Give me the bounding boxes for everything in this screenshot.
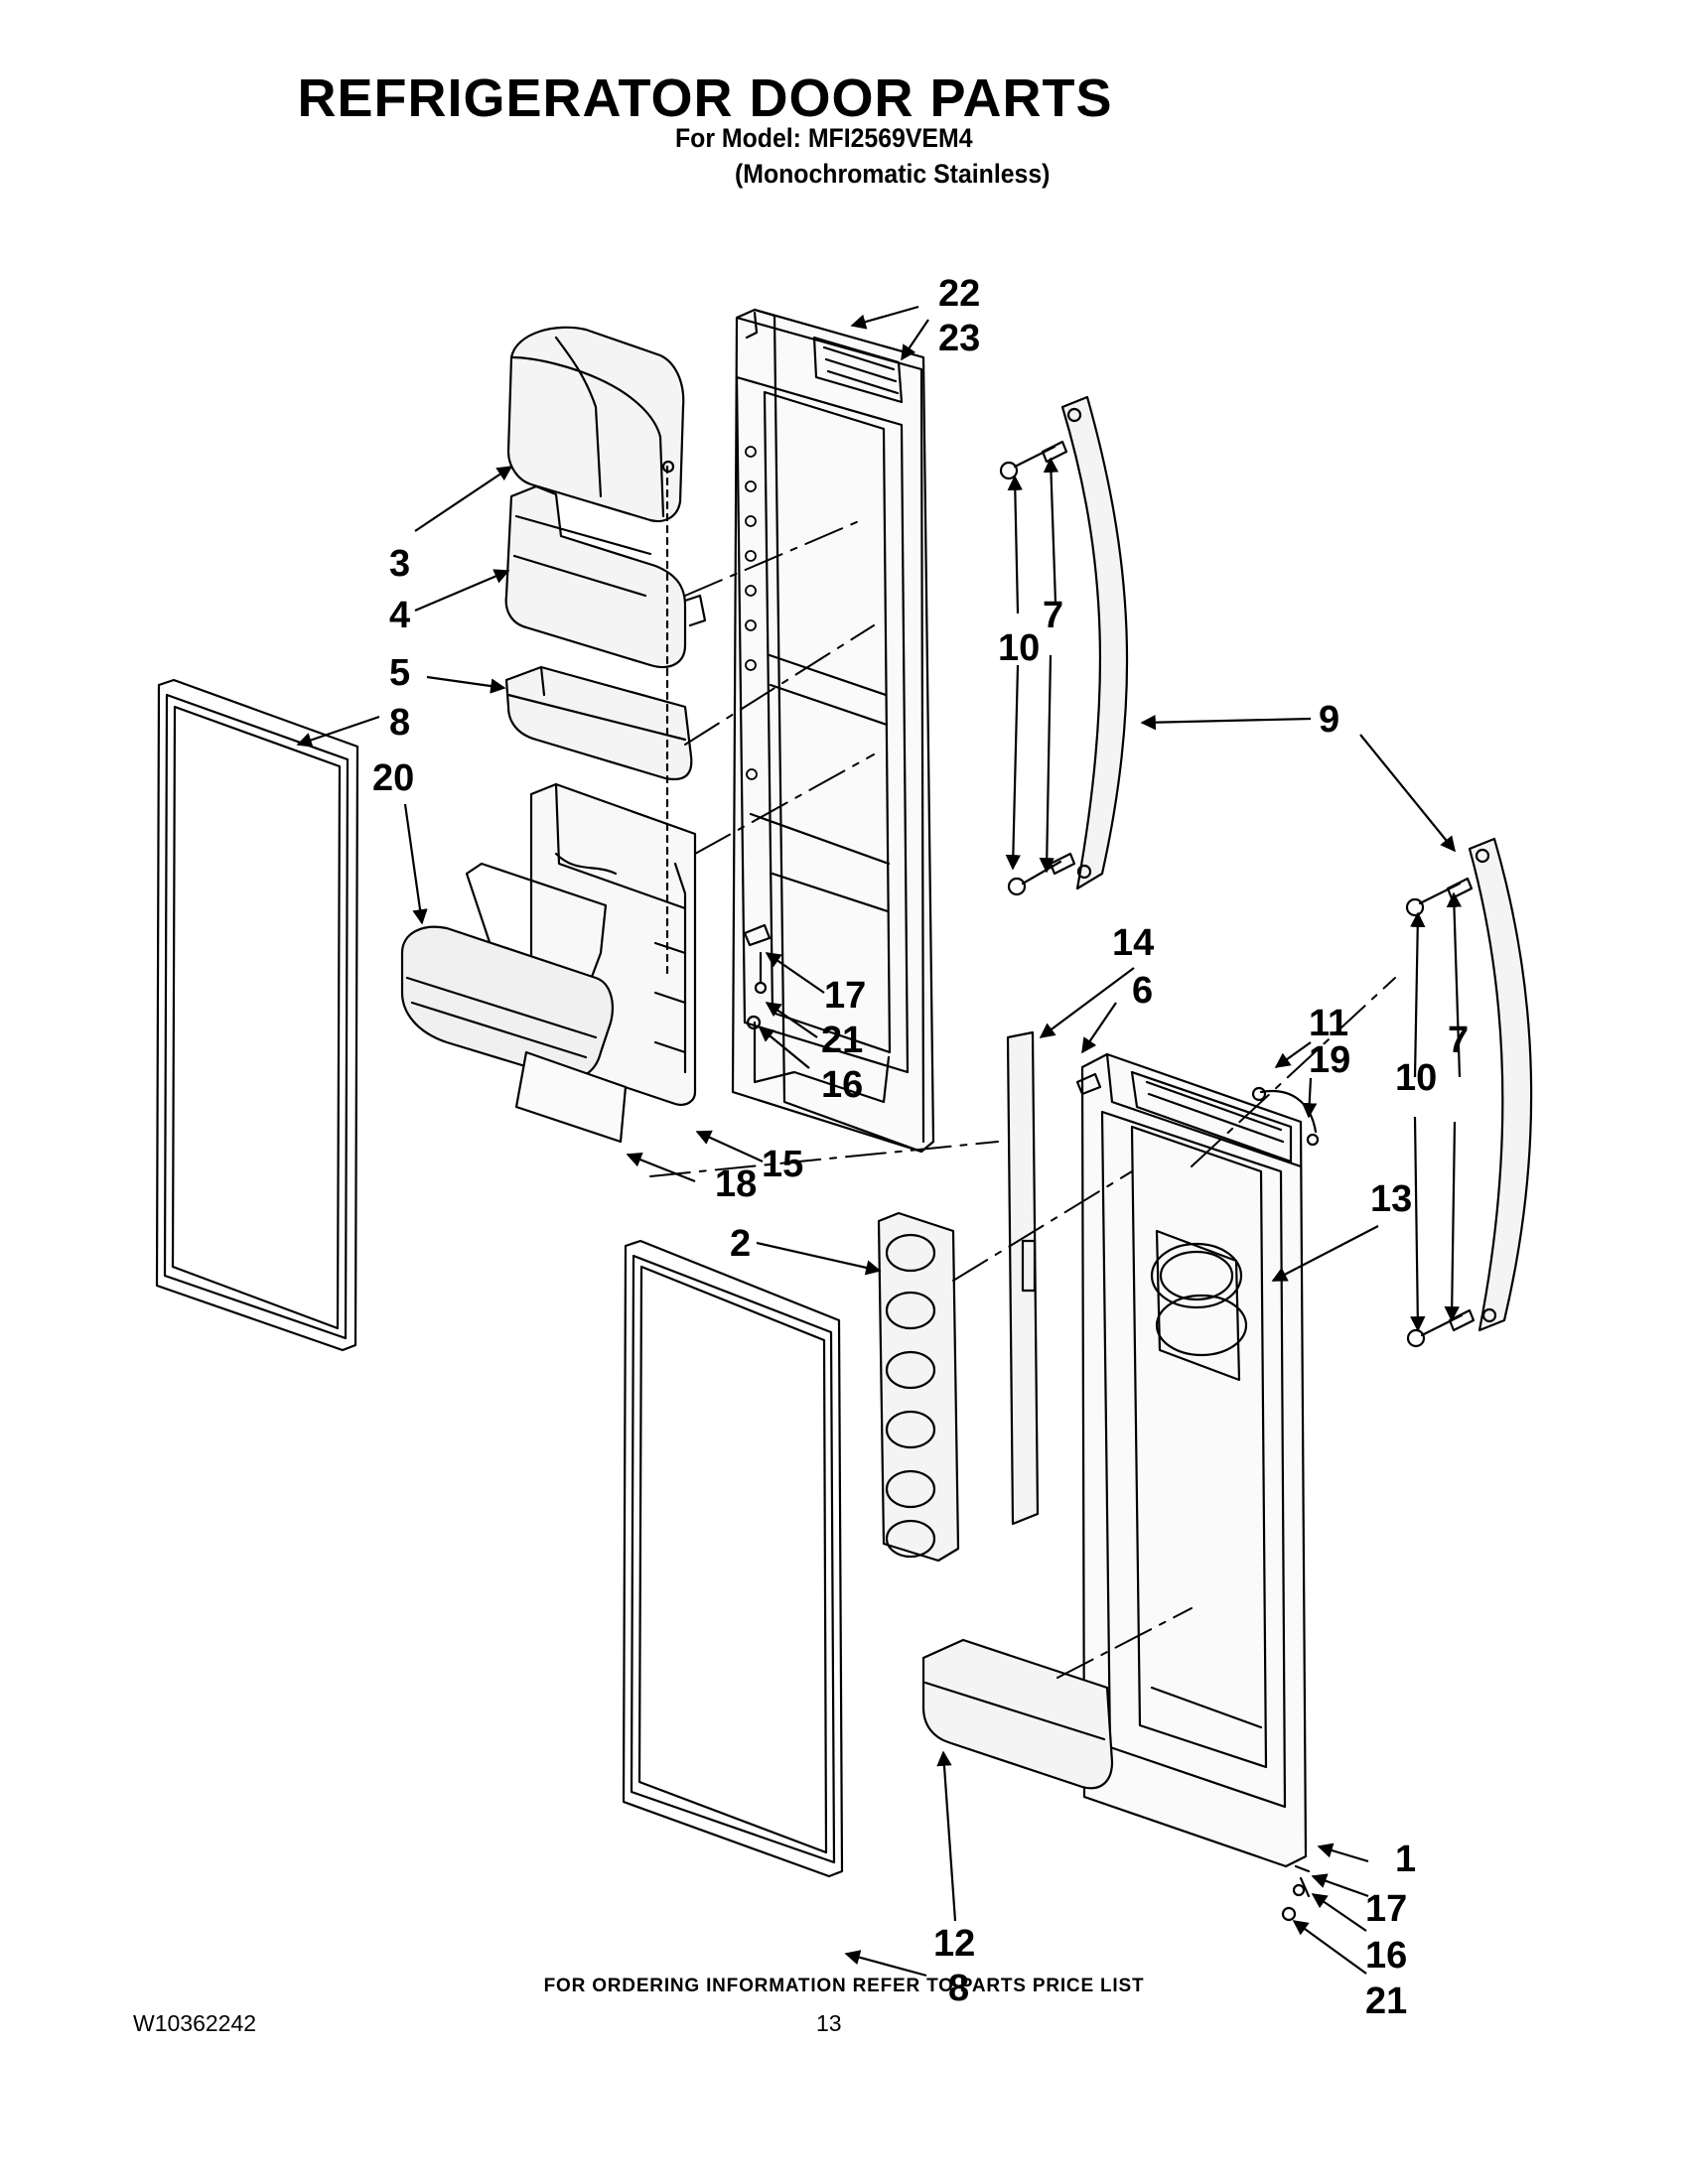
page-title: REFRIGERATOR DOOR PARTS bbox=[297, 68, 1113, 128]
small-hardware bbox=[743, 923, 1320, 1922]
part-label-8-lower: 8 bbox=[948, 1968, 969, 2009]
part-label-16-lower: 16 bbox=[1365, 1935, 1407, 1977]
part-label-7-lower: 7 bbox=[1448, 1020, 1469, 1061]
lower-handle-screws bbox=[1405, 877, 1476, 1348]
part-label-7-upper: 7 bbox=[1043, 595, 1063, 636]
door-shelf-bin bbox=[504, 665, 693, 781]
door-bin-stack bbox=[877, 1211, 960, 1563]
lower-door-bin bbox=[921, 1638, 1114, 1790]
part-label-10-lower: 10 bbox=[1395, 1057, 1437, 1099]
part-label-11: 11 bbox=[1309, 1003, 1348, 1044]
lower-door-liner bbox=[1080, 1052, 1308, 1868]
center-mullion bbox=[1006, 1030, 1040, 1526]
part-label-4: 4 bbox=[389, 595, 410, 636]
model-number: For Model: MFI2569VEM4 bbox=[675, 123, 973, 153]
part-label-2: 2 bbox=[730, 1223, 751, 1265]
dairy-bin bbox=[504, 484, 707, 669]
part-label-21-lower: 21 bbox=[1365, 1980, 1407, 2022]
part-label-20: 20 bbox=[372, 757, 414, 799]
part-label-13: 13 bbox=[1370, 1178, 1412, 1220]
document-number: W10362242 bbox=[133, 2010, 257, 2036]
part-label-15: 15 bbox=[762, 1144, 803, 1185]
ice-bucket bbox=[400, 862, 628, 1144]
model-variant: (Monochromatic Stainless) bbox=[735, 159, 1051, 189]
part-label-17-upper: 17 bbox=[824, 975, 866, 1017]
part-label-16-upper: 16 bbox=[821, 1064, 863, 1106]
part-label-5: 5 bbox=[389, 652, 410, 694]
alignment-lines bbox=[649, 520, 1396, 1679]
upper-door-handle bbox=[1060, 395, 1129, 890]
part-label-21-upper: 21 bbox=[821, 1020, 863, 1061]
leader-arrows bbox=[296, 305, 1463, 1978]
part-label-3: 3 bbox=[389, 543, 410, 585]
lower-door-handle bbox=[1468, 837, 1533, 1332]
part-label-22: 22 bbox=[938, 273, 980, 315]
part-label-18: 18 bbox=[715, 1163, 757, 1205]
part-label-8-upper: 8 bbox=[389, 702, 410, 744]
page-number: 13 bbox=[816, 2010, 842, 2036]
part-label-19: 19 bbox=[1309, 1039, 1350, 1081]
part-label-14: 14 bbox=[1112, 922, 1154, 964]
part-label-1: 1 bbox=[1395, 1839, 1416, 1880]
part-label-6: 6 bbox=[1132, 970, 1153, 1012]
ordering-note: FOR ORDERING INFORMATION REFER TO PARTS … bbox=[543, 1976, 1145, 1996]
part-labels: 22 23 3 4 5 8 20 10 7 9 17 21 16 14 6 11… bbox=[372, 273, 1469, 2022]
liner-pegs bbox=[745, 446, 758, 780]
part-label-17-lower: 17 bbox=[1365, 1888, 1407, 1930]
part-label-23: 23 bbox=[938, 318, 980, 359]
dispenser-cup bbox=[1150, 1242, 1248, 1357]
upper-door-liner bbox=[731, 308, 935, 1154]
part-label-9: 9 bbox=[1319, 699, 1339, 741]
dairy-door bbox=[506, 326, 685, 523]
lower-door-gasket bbox=[622, 1239, 844, 1878]
upper-door-gasket bbox=[155, 678, 359, 1352]
part-label-12: 12 bbox=[933, 1923, 975, 1965]
part-label-10-upper: 10 bbox=[998, 627, 1040, 669]
